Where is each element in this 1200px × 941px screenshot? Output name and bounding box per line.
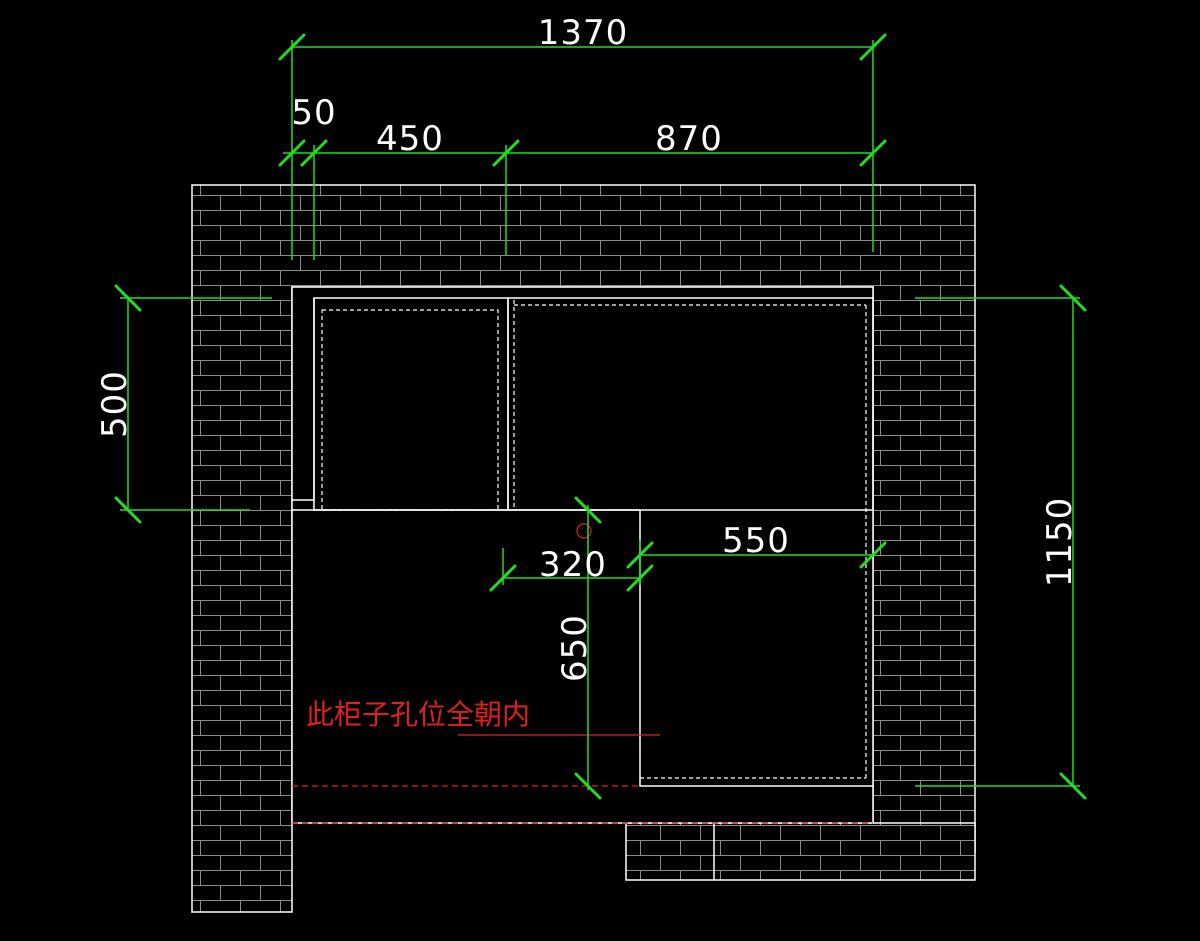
tick — [489, 564, 517, 592]
tick — [574, 772, 602, 800]
dim-label-left-gap: 50 — [291, 93, 336, 133]
tick — [574, 496, 602, 524]
brick-walls — [191, 184, 976, 913]
brick-wall-lower-right — [625, 822, 976, 881]
dim-label-left-section: 450 — [376, 119, 444, 159]
dimension-lines — [120, 40, 1080, 790]
tick — [626, 541, 654, 569]
tick — [1059, 772, 1087, 800]
red-lines — [292, 523, 873, 824]
tick — [859, 33, 887, 61]
tick — [859, 139, 887, 167]
dim-label-left-height: 500 — [95, 370, 135, 438]
upper-right-cabinet — [507, 297, 874, 511]
dimension-labels: 1370 50 450 870 500 1150 550 320 650 — [95, 13, 1080, 682]
tick — [114, 496, 142, 524]
dim-label-right-height: 1150 — [1040, 497, 1080, 588]
dashed-lines — [321, 300, 867, 779]
tick — [859, 541, 887, 569]
dashed-upper-left — [321, 309, 499, 511]
hole-marker — [576, 523, 592, 539]
cabinet-hole-note: 此柜子孔位全朝内 — [306, 698, 530, 731]
dim-label-lower-depth: 650 — [555, 614, 595, 682]
tick — [278, 139, 306, 167]
tick — [278, 33, 306, 61]
dim-label-inner-right: 550 — [722, 521, 790, 561]
tick — [1059, 284, 1087, 312]
right-tall-cabinet — [639, 510, 873, 787]
tick — [492, 139, 520, 167]
dim-label-inner-left: 320 — [539, 545, 607, 585]
dimension-ticks — [114, 33, 1087, 800]
tick — [114, 284, 142, 312]
tick — [626, 564, 654, 592]
tick — [300, 139, 328, 167]
dim-label-overall-width: 1370 — [538, 13, 629, 53]
dim-label-right-section: 870 — [655, 119, 723, 159]
